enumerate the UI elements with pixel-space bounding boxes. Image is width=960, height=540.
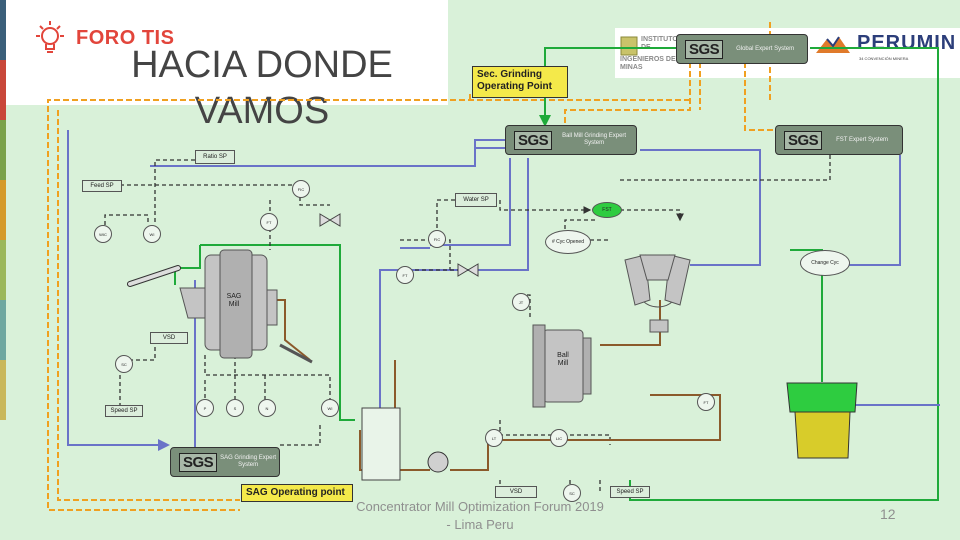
speed-sp-box-sag[interactable]: Speed SP	[105, 405, 143, 417]
p-instrument[interactable]: P	[196, 399, 214, 417]
logo-text: FORO TIS	[76, 26, 175, 49]
wi-instrument[interactable]: WI	[143, 225, 161, 243]
lightbulb-icon	[36, 21, 64, 53]
fic-instrument-water[interactable]: FIC	[428, 230, 446, 248]
speed-sp-box-pump[interactable]: Speed SP	[610, 486, 650, 498]
footer-line-2: - Lima Peru	[446, 517, 514, 532]
s-instrument[interactable]: S	[226, 399, 244, 417]
vsd-box-sag[interactable]: VSD	[150, 332, 188, 344]
footer-line-1: Concentrator Mill Optimization Forum 201…	[356, 499, 604, 514]
slide-title: HACIA DONDE VAMOS	[112, 42, 412, 134]
footer-title: Concentrator Mill Optimization Forum 201…	[330, 498, 630, 534]
header-panel	[6, 0, 448, 105]
change-cyclones-indicator[interactable]: Change Cyc	[800, 250, 850, 276]
sag-expert-label: SAG Grinding Expert System	[220, 455, 277, 468]
global-expert-label: Global Expert System	[736, 45, 795, 52]
ft-instrument-water-bm[interactable]: FT	[396, 266, 414, 284]
ball-mill-expert-label: Ball Mill Grinding Expert System	[562, 133, 627, 146]
n-instrument[interactable]: N	[258, 399, 276, 417]
cyclones-opened-indicator[interactable]: # Cyc Opened	[545, 230, 591, 254]
water-sp-box[interactable]: Water SP	[455, 193, 497, 207]
left-accent-stripes	[0, 0, 6, 540]
ball-mill-expert-system-box[interactable]: SGS Ball Mill Grinding Expert System	[505, 125, 637, 155]
sag-expert-system-box[interactable]: SGS SAG Grinding Expert System	[170, 447, 280, 477]
wic-instrument[interactable]: WIC	[94, 225, 112, 243]
ratio-sp-box[interactable]: Ratio SP	[195, 150, 235, 164]
sc-instrument-pump[interactable]: SC	[563, 484, 581, 502]
fic-instrument-feed[interactable]: FIC	[292, 180, 310, 198]
fst-expert-label: FST Expert System	[836, 136, 889, 143]
sgs-logo: SGS	[685, 39, 724, 59]
jt-instrument-bm[interactable]: JT	[512, 293, 530, 311]
feed-sp-box[interactable]: Feed SP	[82, 180, 122, 192]
ft-instrument-bm[interactable]: FT	[697, 393, 715, 411]
global-expert-system-box[interactable]: SGS Global Expert System	[676, 34, 808, 64]
sgs-logo: SGS	[784, 130, 823, 150]
vsd-box-pump[interactable]: VSD	[495, 486, 537, 498]
title-line-2: VAMOS	[194, 90, 330, 132]
sgs-logo: SGS	[514, 130, 553, 150]
lic-instrument[interactable]: LIC	[550, 429, 568, 447]
lt-instrument[interactable]: LT	[485, 429, 503, 447]
ball-mill-label: Ball Mill	[557, 352, 569, 367]
wi-instrument-sag[interactable]: WI	[321, 399, 339, 417]
institute-emblem-icon	[620, 36, 638, 56]
sgs-logo: SGS	[179, 452, 218, 472]
ft-instrument-water-sag[interactable]: FT	[260, 213, 278, 231]
fst-expert-system-box[interactable]: SGS FST Expert System	[775, 125, 903, 155]
sc-instrument-sag[interactable]: SC	[115, 355, 133, 373]
page-number: 12	[880, 506, 896, 522]
fst-indicator[interactable]: FST	[592, 202, 622, 218]
title-line-1: HACIA DONDE	[131, 44, 393, 86]
sag-mill-label: SAG Mill	[226, 293, 242, 308]
foro-tis-logo: FORO TIS	[30, 18, 174, 58]
sag-operating-point-box[interactable]: SAG Operating point	[241, 484, 353, 502]
sec-grinding-operating-point-box[interactable]: Sec. Grinding Operating Point	[472, 66, 568, 98]
